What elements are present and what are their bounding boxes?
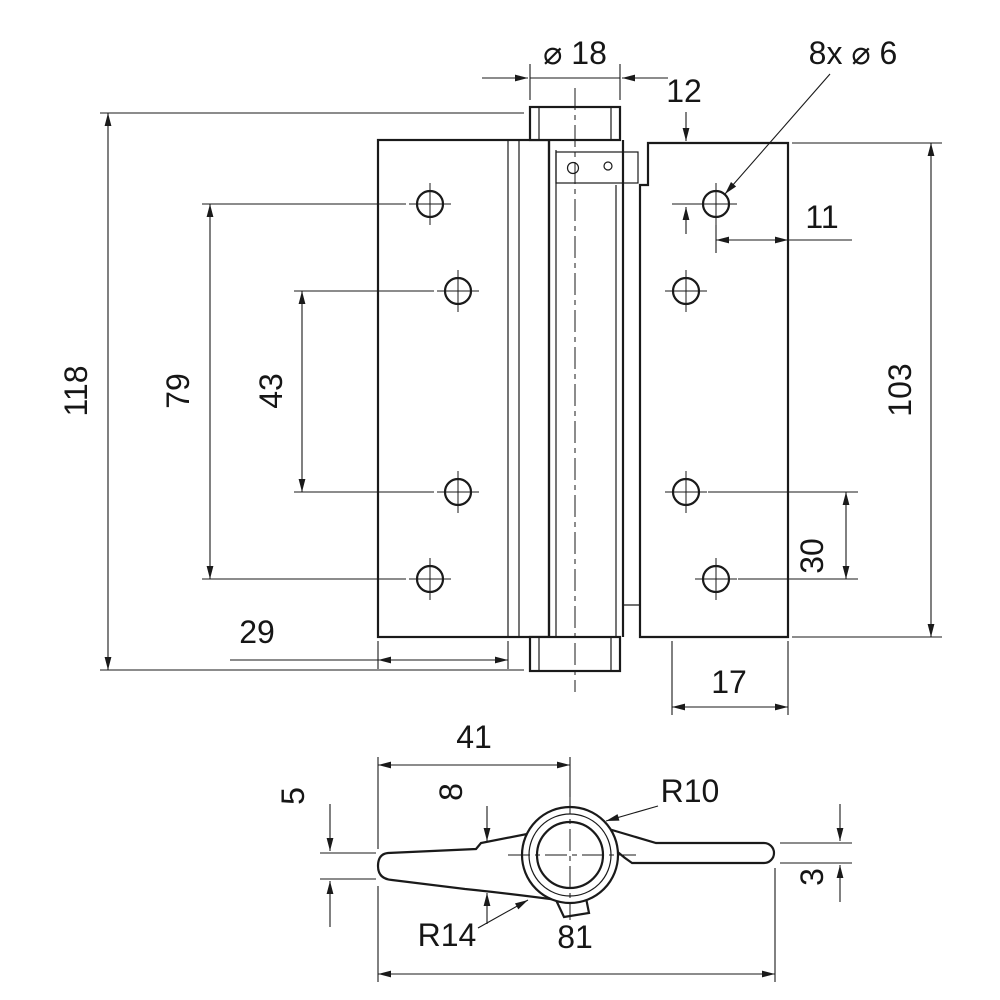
dim-pin-diameter: ⌀ 18 [482, 35, 668, 100]
screw-hole [437, 270, 479, 312]
dim-leaf-thickness-label: 3 [794, 868, 830, 886]
dim-hole-offset-top: 12 [666, 73, 702, 234]
dim-inner-hole-spacing: 43 [253, 290, 434, 493]
hinge-profile-outline [376, 792, 776, 920]
dim-hole-pattern: 8x ⌀ 6 [724, 35, 898, 195]
dim-leaf-height: 103 [792, 142, 942, 638]
dim-hole-spacing-bottom: 30 [708, 491, 858, 580]
dim-leaf-height-label: 103 [882, 363, 918, 416]
dim-hole-pattern-label: 8x ⌀ 6 [809, 35, 898, 71]
dim-arm-tip-thickness: 5 [275, 787, 376, 927]
dim-arm-length-label: 41 [456, 719, 492, 755]
dim-overall-height-label: 118 [58, 365, 94, 416]
hinge-front-outline [376, 88, 790, 692]
dim-outer-hole-spacing: 79 [160, 203, 406, 580]
dim-hole-offset-bottom: 17 [671, 641, 789, 715]
front-view: ⌀ 18 8x ⌀ 6 12 11 [58, 35, 942, 715]
dim-arm-thickness: 8 [433, 783, 491, 924]
dim-arm-thickness-label: 8 [433, 783, 469, 801]
radius-knuckle-label: R10 [661, 773, 720, 809]
front-dimensions: ⌀ 18 8x ⌀ 6 12 11 [58, 35, 942, 715]
screw-hole [409, 558, 451, 600]
right-leaf-plate [638, 141, 790, 639]
dim-hole-edge-right: 11 [715, 199, 852, 253]
collar-pin-hole-1 [566, 161, 580, 175]
radius-fillet-label: R14 [418, 917, 477, 953]
dim-overall-width-label: 81 [557, 919, 593, 955]
screw-hole [695, 183, 737, 225]
dim-overall-height: 118 [58, 112, 524, 671]
dim-hole-edge-right-label: 11 [805, 199, 838, 235]
screw-hole [695, 558, 737, 600]
dim-leaf-thickness: 3 [780, 804, 852, 902]
screw-hole [437, 471, 479, 513]
screw-hole [409, 183, 451, 225]
profile-dimensions: 41 5 8 R10 [275, 719, 852, 982]
dim-inner-hole-spacing-label: 43 [253, 373, 289, 409]
flat-leaf-profile [604, 828, 776, 865]
screw-holes [409, 183, 737, 600]
dim-overall-width: 81 [377, 868, 776, 982]
left-leaf-plate [376, 138, 551, 639]
dim-pin-diameter-label: ⌀ 18 [543, 35, 607, 71]
dim-arm-tip-thickness-label: 5 [275, 787, 311, 805]
profile-view: 41 5 8 R10 [275, 719, 852, 982]
collar-pin-hole-2 [603, 161, 613, 171]
screw-hole [665, 270, 707, 312]
dim-leaf-width-left: 29 [230, 614, 509, 669]
dim-arm-length: 41 [377, 719, 571, 849]
dim-leaf-width-left-label: 29 [239, 614, 275, 650]
screw-hole [665, 471, 707, 513]
dim-outer-hole-spacing-label: 79 [160, 373, 196, 409]
dim-hole-offset-top-label: 12 [666, 73, 702, 109]
radius-knuckle: R10 [605, 773, 720, 822]
dim-hole-offset-bottom-label: 17 [711, 664, 747, 700]
adjusting-collar [555, 151, 639, 184]
spring-arm-leaf [376, 831, 560, 902]
radius-fillet: R14 [418, 899, 529, 953]
dim-hole-spacing-bottom-label: 30 [794, 538, 830, 574]
